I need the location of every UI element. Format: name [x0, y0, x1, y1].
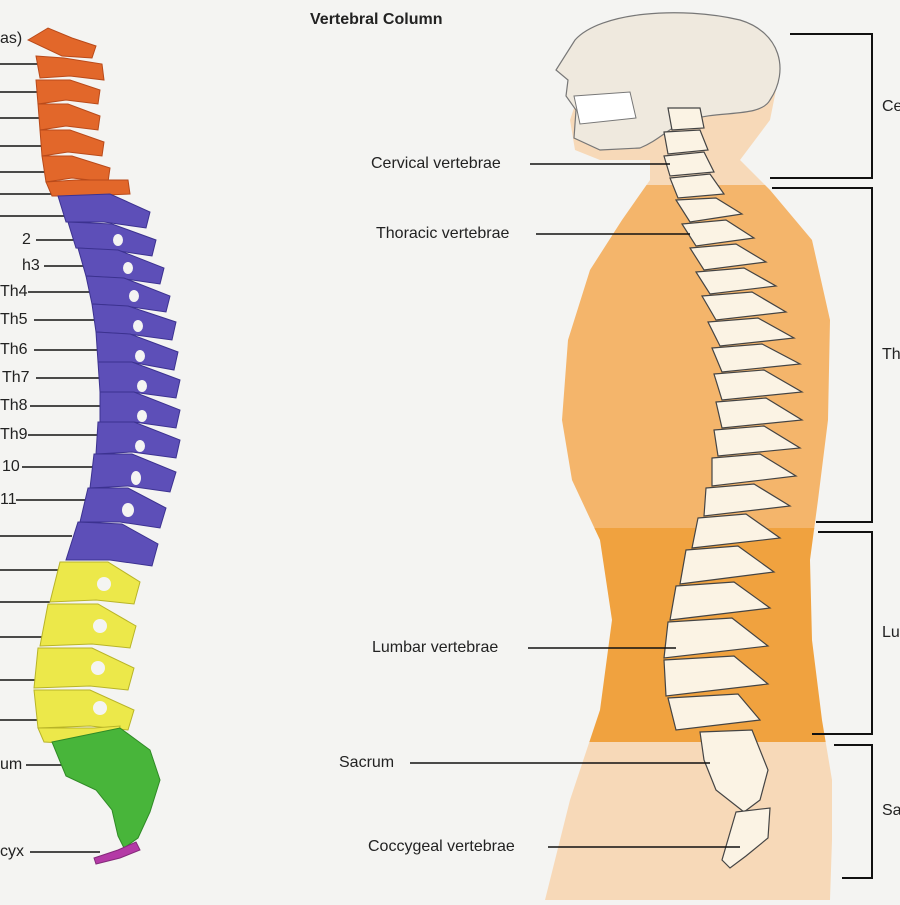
lumbar-vertebrae-colored [33, 561, 141, 745]
region-label-thoracic: Th [882, 346, 900, 363]
label-sacrum-partial: um [0, 756, 23, 773]
label-th2-partial: 2 [22, 231, 31, 248]
label-th11-partial: 11 [0, 491, 17, 508]
middle-leader-lines [410, 163, 740, 848]
label-th4: Th4 [0, 283, 28, 300]
teeth [573, 91, 637, 125]
label-th5: Th5 [0, 311, 28, 328]
label-sacrum: Sacrum [339, 754, 395, 771]
label-th10-partial: 10 [2, 458, 20, 475]
label-th8: Th8 [0, 397, 28, 414]
region-label-cervical: Ce [882, 98, 900, 115]
label-th9: Th9 [0, 426, 28, 443]
cervical-vertebrae-colored [26, 27, 131, 197]
thoracic-holes [113, 234, 147, 517]
label-coccyx-partial: cyx [0, 843, 24, 860]
region-label-sacral: Sa [882, 802, 900, 819]
region-brackets [770, 33, 873, 879]
sacrum-colored [51, 727, 161, 849]
label-cervical-vertebrae: Cervical vertebrae [371, 155, 501, 172]
spine-bones [663, 107, 804, 869]
label-th6: Th6 [0, 341, 28, 358]
diagram-title: Vertebral Column [310, 11, 443, 28]
label-thoracic-vertebrae: Thoracic vertebrae [376, 225, 510, 242]
region-label-lumbar: Lu [882, 624, 900, 641]
label-coccygeal-vertebrae: Coccygeal vertebrae [368, 838, 515, 855]
coccyx-colored [93, 841, 141, 865]
lumbar-holes [91, 577, 111, 715]
label-lumbar-vertebrae: Lumbar vertebrae [372, 639, 499, 656]
colored-spine [0, 27, 181, 865]
label-th7: Th7 [2, 369, 30, 386]
label-th3-partial: h3 [22, 257, 40, 274]
thoracic-vertebrae-colored [57, 193, 181, 567]
body-silhouette [410, 12, 873, 900]
label-atlas-partial: as) [0, 30, 23, 47]
